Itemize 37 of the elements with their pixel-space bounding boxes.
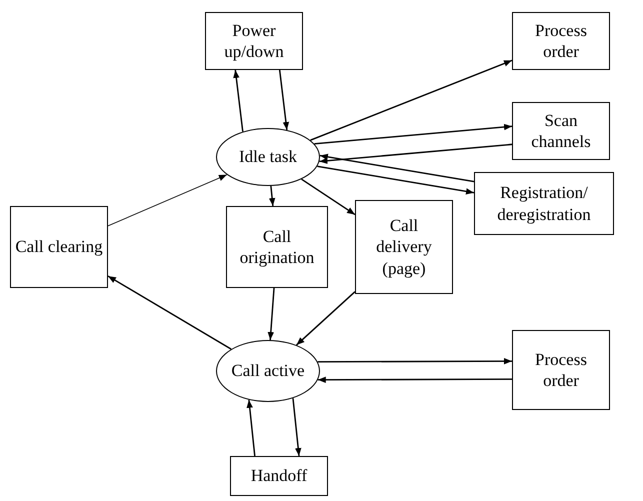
- node-label: Scan channels: [530, 110, 592, 152]
- arrow: [314, 124, 512, 145]
- arrow: [318, 358, 512, 364]
- arrow: [108, 174, 228, 226]
- node-label: Registration/ deregistration: [496, 182, 592, 225]
- arrow: [310, 60, 512, 141]
- process-box: [205, 12, 303, 70]
- process-box: [230, 456, 328, 496]
- arrow: [318, 376, 512, 383]
- node-label: Process order: [534, 348, 588, 392]
- arrow: [246, 400, 256, 456]
- arrow: [317, 166, 474, 195]
- arrow: [268, 288, 275, 340]
- process-box: [10, 206, 108, 288]
- process-box: [226, 206, 328, 288]
- process-box: [474, 172, 614, 235]
- node-label: Call origination: [238, 226, 316, 268]
- arrow: [301, 178, 356, 216]
- process-box: [512, 102, 610, 160]
- node-label: Power up/down: [223, 20, 285, 62]
- arrow: [292, 398, 302, 456]
- arrow: [278, 70, 290, 130]
- arrow: [268, 186, 276, 206]
- node-label: Call clearing: [14, 236, 104, 258]
- node-label: Handoff: [250, 465, 308, 487]
- arrow: [233, 70, 244, 132]
- node-label: Process order: [534, 20, 588, 62]
- arrow: [108, 275, 232, 350]
- arrow: [296, 291, 356, 346]
- arrow: [319, 144, 512, 164]
- process-box: [512, 12, 610, 70]
- arrow: [320, 154, 474, 182]
- node-label: Idle task: [238, 146, 298, 168]
- node-label: Call active: [230, 360, 306, 382]
- process-box: [512, 330, 610, 410]
- process-box: [355, 200, 453, 294]
- node-label: Call delivery (page): [375, 215, 433, 279]
